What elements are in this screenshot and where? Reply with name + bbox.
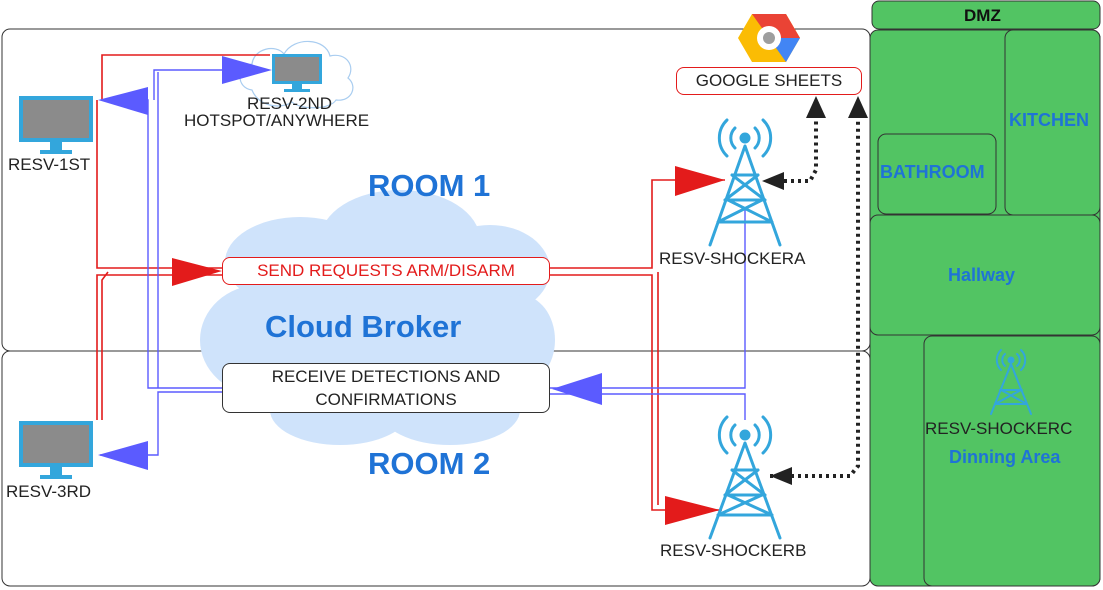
google-sheets-label: GOOGLE SHEETS bbox=[695, 71, 843, 90]
hallway-zone bbox=[869, 214, 1101, 336]
send-requests-label: SEND REQUESTS ARM/DISARM bbox=[257, 261, 515, 280]
receive-detections-line2: CONFIRMATIONS bbox=[315, 390, 457, 409]
receive-detections-line1: RECEIVE DETECTIONS AND bbox=[271, 367, 501, 386]
cloud-broker-label: Cloud Broker bbox=[265, 309, 462, 344]
hallway-label: Hallway bbox=[948, 265, 1016, 285]
send-requests-pill: SEND REQUESTS ARM/DISARM bbox=[222, 257, 550, 285]
monitor-icon bbox=[272, 54, 322, 92]
room2-label: ROOM 2 bbox=[368, 446, 491, 481]
room1-label: ROOM 1 bbox=[368, 168, 491, 203]
shocker-b-label: RESV-SHOCKERB bbox=[660, 541, 807, 560]
radio-tower-icon bbox=[990, 349, 1032, 415]
bathroom-zone bbox=[877, 133, 997, 215]
shocker-c-label: RESV-SHOCKERC bbox=[925, 419, 1073, 438]
google-sheets-pill: GOOGLE SHEETS bbox=[676, 67, 862, 95]
monitor-icon bbox=[19, 421, 93, 479]
sheets-sync-lines bbox=[770, 118, 860, 478]
resv-1st-label: RESV-1ST bbox=[8, 155, 91, 174]
kitchen-label: KITCHEN bbox=[1009, 110, 1089, 130]
sheets-arrowheads bbox=[762, 96, 868, 485]
resv-3rd-label: RESV-3RD bbox=[6, 482, 92, 501]
dmz-header bbox=[871, 0, 1101, 30]
monitor-icon bbox=[19, 96, 93, 154]
receive-detections-pill: RECEIVE DETECTIONS AND CONFIRMATIONS bbox=[222, 363, 550, 413]
bathroom-label: BATHROOM bbox=[880, 162, 985, 182]
dining-zone bbox=[923, 335, 1101, 587]
radio-tower-icon bbox=[708, 118, 782, 247]
dmz-floorplan bbox=[869, 0, 1101, 587]
google-cloud-logo bbox=[738, 14, 800, 62]
radio-tower-icon bbox=[708, 415, 782, 540]
dining-area-label: Dinning Area bbox=[949, 447, 1061, 467]
hotspot-label: HOTSPOT/ANYWHERE bbox=[184, 111, 370, 130]
receive-arrowheads bbox=[98, 56, 602, 470]
shocker-a-label: RESV-SHOCKERA bbox=[659, 249, 806, 268]
send-arrowheads bbox=[172, 166, 725, 525]
dmz-label: DMZ bbox=[964, 6, 1001, 25]
resv-2nd-label: RESV-2ND bbox=[247, 94, 333, 113]
